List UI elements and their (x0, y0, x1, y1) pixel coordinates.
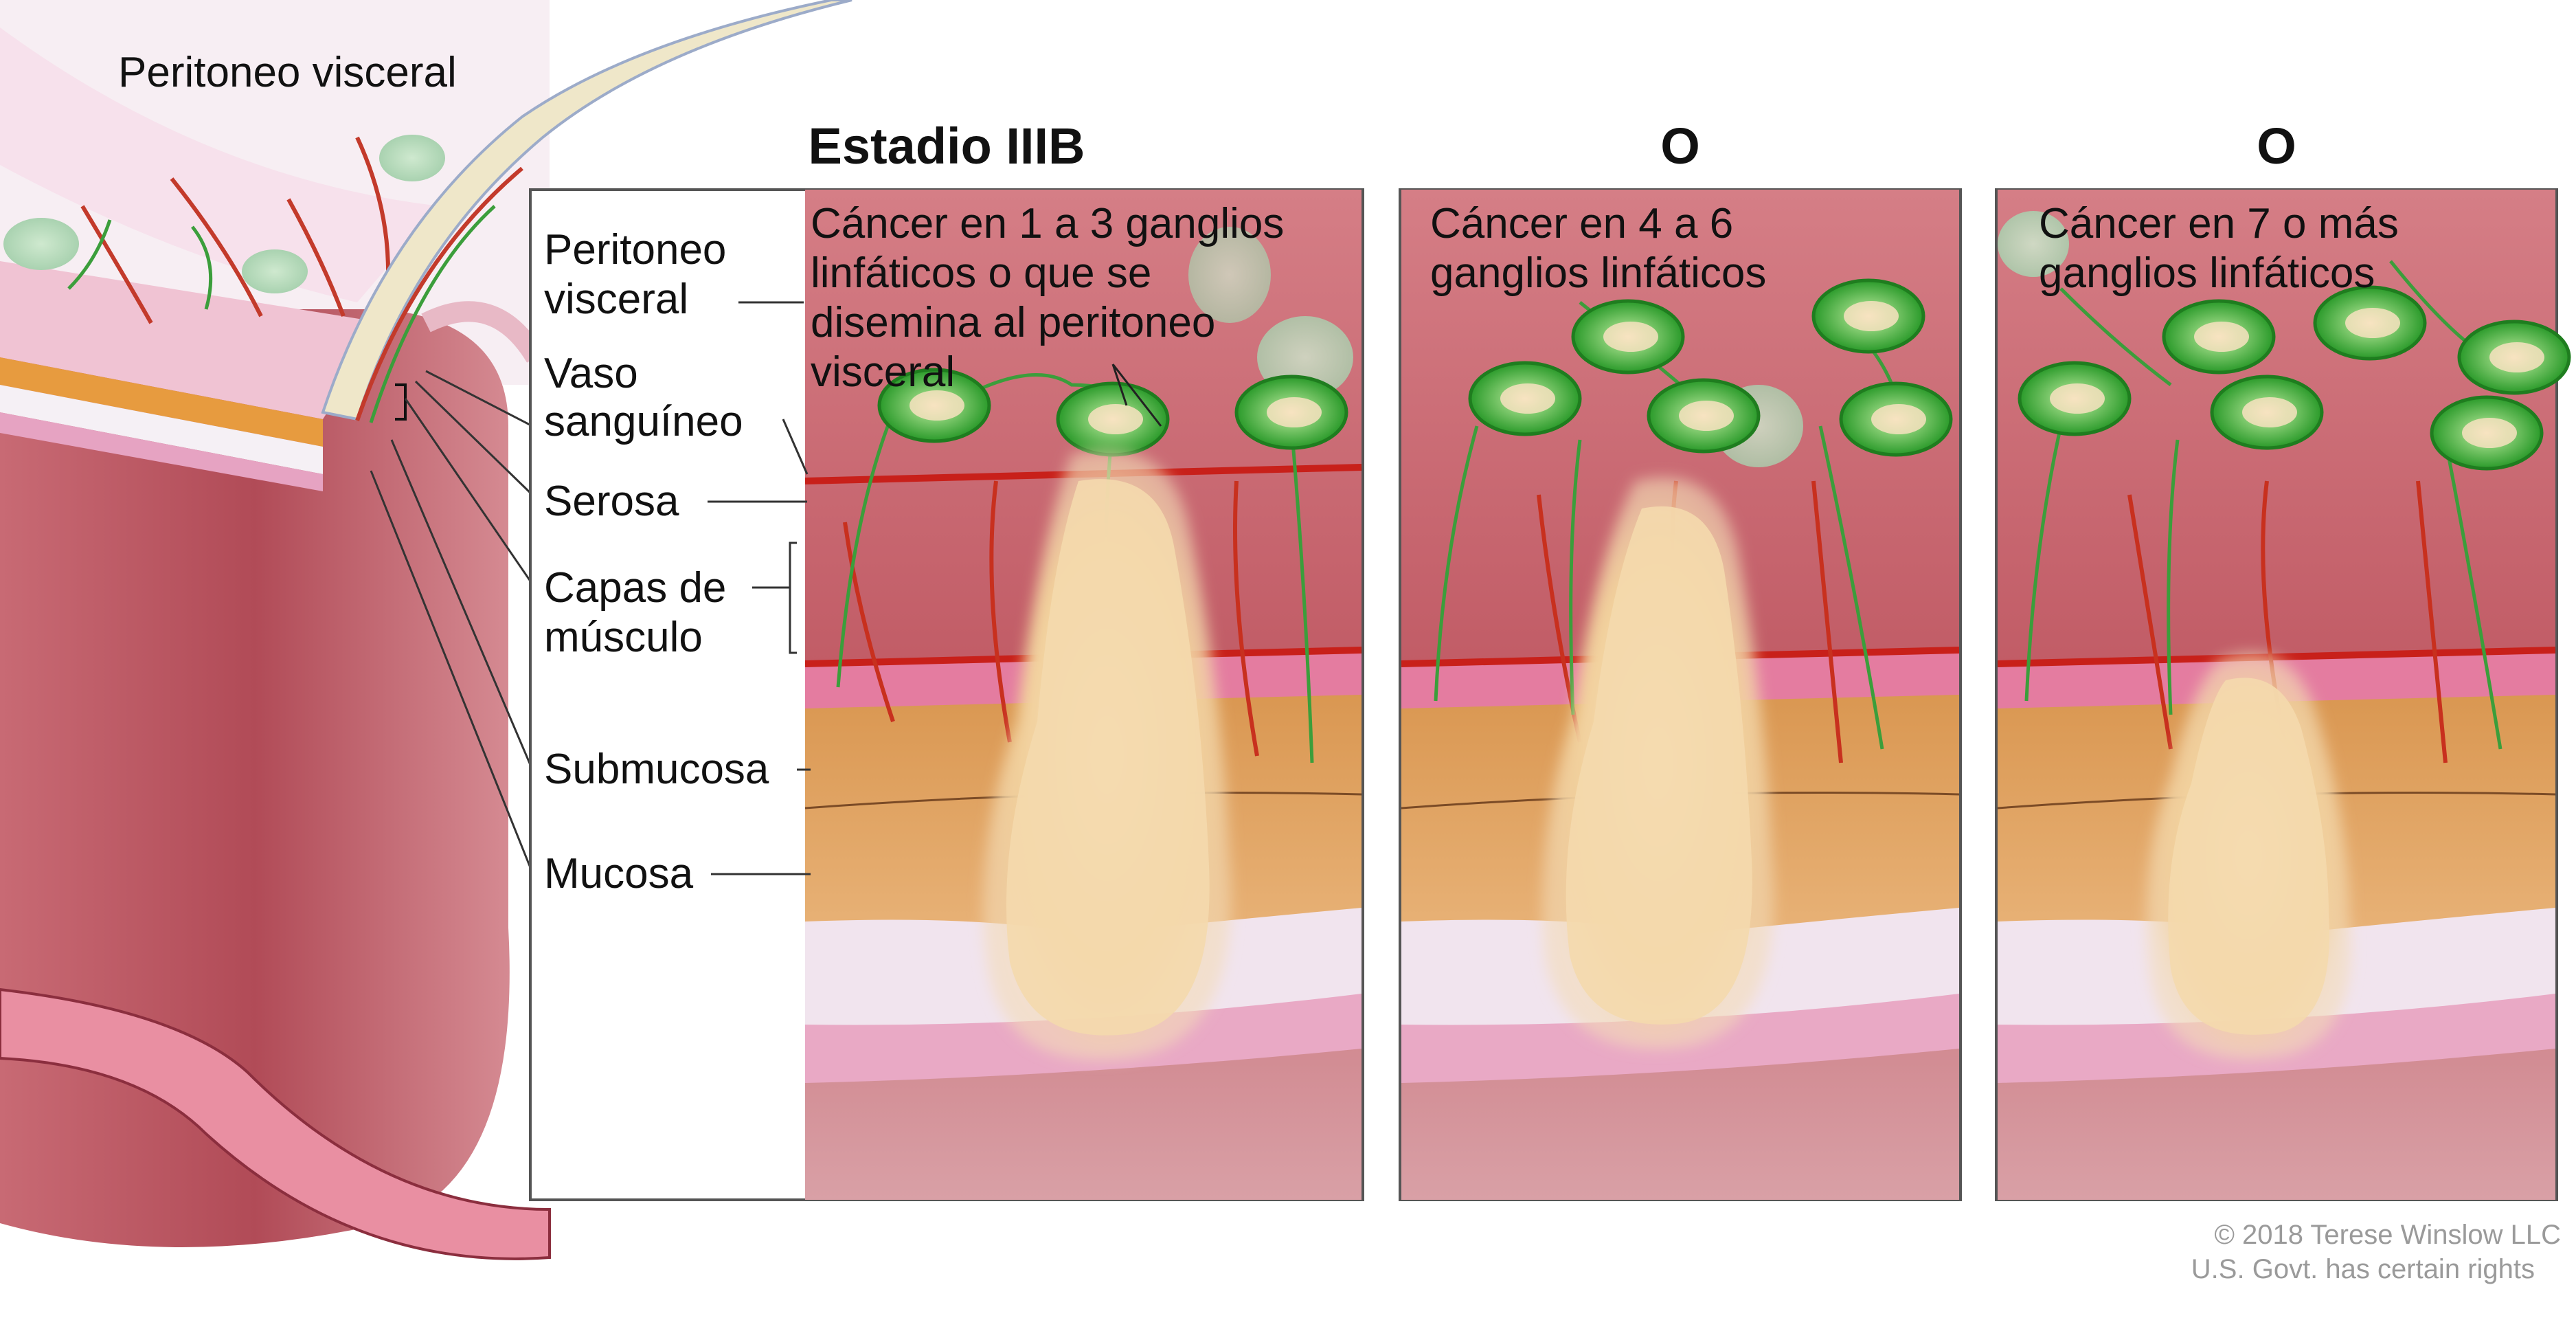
copyright-line-2: U.S. Govt. has certain rights (2191, 1254, 2535, 1284)
label-vaso-line-2: sanguíneo (544, 398, 743, 445)
panel-2-tumor (1542, 477, 1774, 1049)
label-leader-lines (370, 370, 537, 873)
panel-1-caption-line-2: linfáticos o que se (811, 249, 1152, 297)
panel-2-lymph-node-2 (1814, 280, 1923, 352)
panel-2-lymph-node-4 (1649, 380, 1759, 451)
label-capas-line-1: Capas de (544, 564, 727, 612)
panel-2-lymph-node-5 (1841, 383, 1951, 455)
panel-3-header: O (2257, 118, 2296, 175)
panel-3-caption-line-1: Cáncer en 7 o más (2039, 200, 2399, 247)
panel-1-caption-line-1: Cáncer en 1 a 3 ganglios (811, 200, 1285, 247)
panel-1-header: Estadio IIIB (808, 118, 1085, 175)
panel-2-lymph-node-1 (1573, 301, 1683, 372)
overview-label: Peritoneo visceral (118, 49, 457, 96)
label-submucosa: Submucosa (544, 746, 769, 793)
label-serosa: Serosa (544, 478, 679, 525)
panel-1-frame (529, 188, 1364, 1201)
label-peritoneo-line-1: Peritoneo (544, 226, 727, 273)
panel-2-caption-line-1: Cáncer en 4 a 6 (1430, 200, 1734, 247)
panel-3-lymph-node-6 (2432, 397, 2542, 469)
colon-overview-illustration (0, 0, 852, 1260)
panel-3-frame (1995, 188, 2569, 1201)
panel-2-caption-line-2: ganglios linfáticos (1430, 249, 1767, 297)
panel-2-frame (1399, 188, 1962, 1201)
label-peritoneo-line-2: visceral (544, 276, 689, 323)
label-mucosa: Mucosa (544, 850, 694, 897)
panel-3-tumor (2146, 652, 2351, 1060)
panel-1-vessels (843, 480, 1259, 757)
panel-1-lymph-node-2 (1058, 383, 1168, 455)
panel-1-caption-line-3: disemina al peritoneo (811, 299, 1216, 346)
panel-3-lymph-node-4 (2212, 377, 2322, 448)
copyright-line-1: © 2018 Terese Winslow LLC (2214, 1220, 2561, 1250)
panel-1-tumor (983, 449, 1232, 1060)
panel-3-lymph-node-2 (2164, 301, 2274, 372)
panel-3-lymph-node-5 (2459, 322, 2569, 393)
panel-3-caption-line-2: ganglios linfáticos (2039, 249, 2375, 297)
label-vaso-line-1: Vaso (544, 350, 638, 397)
panel-3-lymph-node-1 (2020, 363, 2129, 434)
panel-1-caption-line-4: visceral (811, 348, 956, 396)
panel-1-lymph-node-3 (1236, 377, 1346, 448)
panel-2-lymph-node-3 (1470, 363, 1580, 434)
panel-2-header: O (1660, 118, 1700, 175)
label-capas-line-2: músculo (544, 614, 703, 661)
